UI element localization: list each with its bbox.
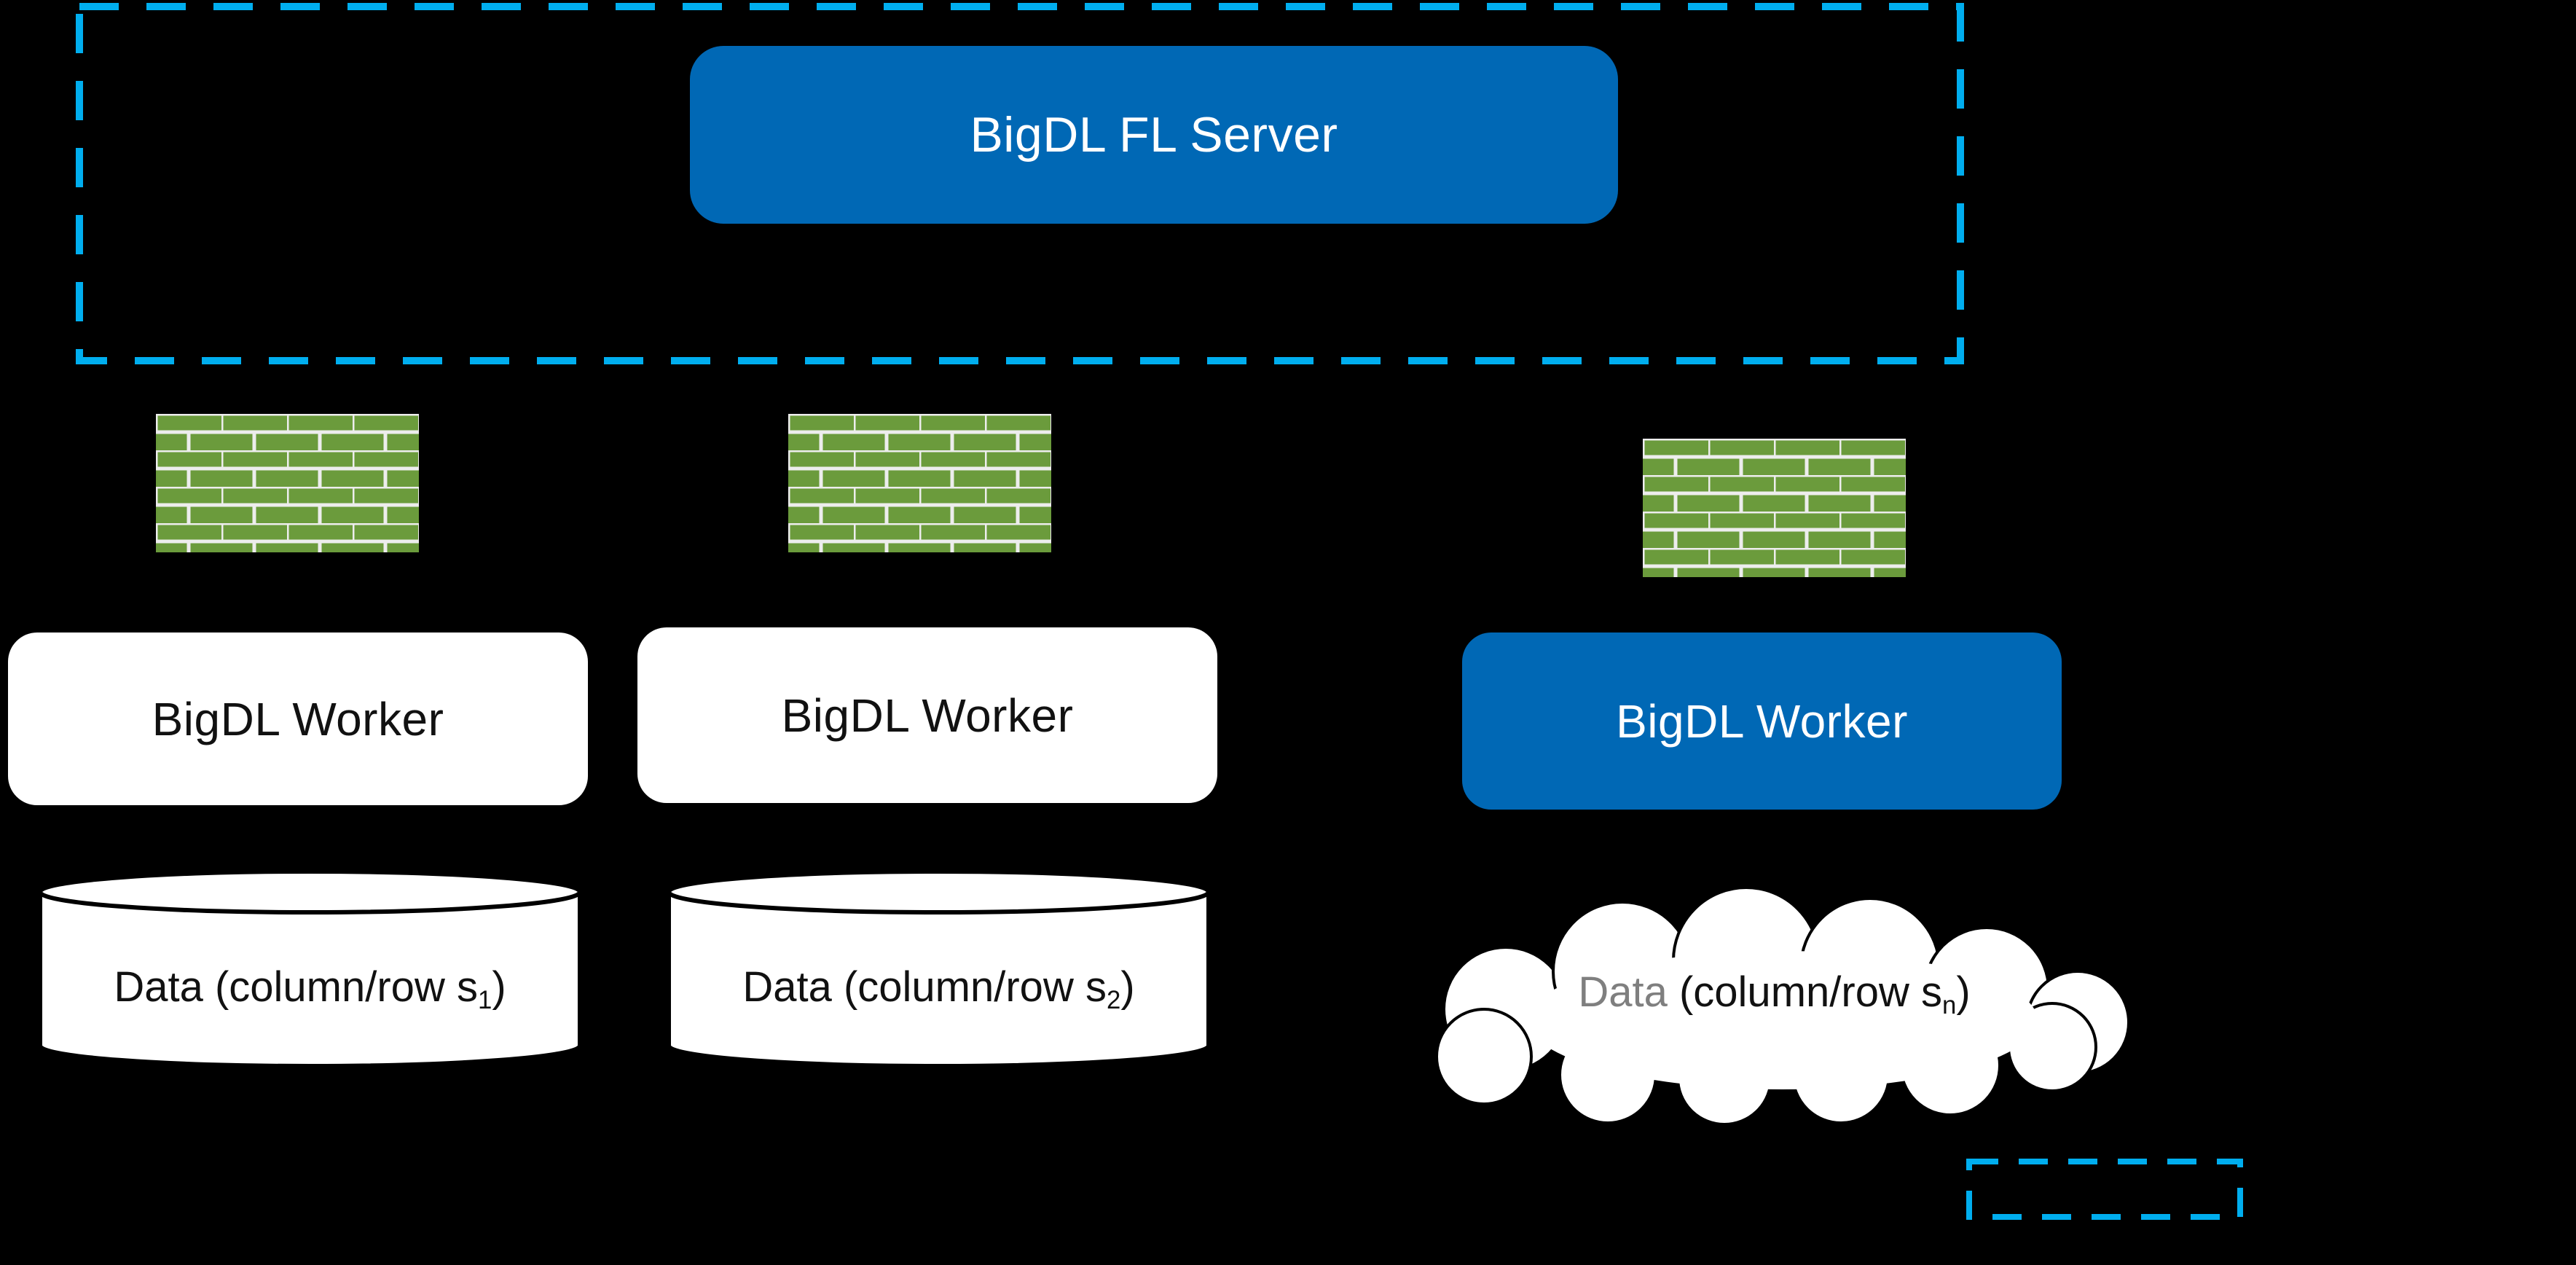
fl-server-zone-dashed-boundary bbox=[76, 3, 1964, 364]
datastore-label: Data (column/row s1) bbox=[36, 963, 584, 1015]
datastore-label-text: ) bbox=[1956, 968, 1971, 1016]
worker-label: BigDL Worker bbox=[781, 689, 1074, 742]
cloud-icon bbox=[1435, 886, 2130, 1126]
firewall-icon bbox=[1643, 439, 1906, 577]
firewall-icon bbox=[156, 414, 419, 552]
worker-box-2: BigDL Worker bbox=[637, 627, 1217, 803]
datastore-cylinder-1: Data (column/row s1) bbox=[36, 868, 584, 1070]
worker-box-3: BigDL Worker bbox=[1462, 632, 2062, 810]
datastore-label-text: Data (column/row s bbox=[114, 963, 478, 1011]
database-cylinder-icon bbox=[38, 869, 582, 1068]
datastore-label-text: ) bbox=[1120, 963, 1135, 1011]
worker-label: BigDL Worker bbox=[1616, 694, 1908, 748]
datastore-label-subscript: 2 bbox=[1106, 986, 1121, 1015]
fl-server-box: BigDL FL Server bbox=[690, 46, 1618, 224]
datastore-label: Data (column/row sn) bbox=[1397, 968, 2152, 1020]
datastore-label-subscript: 1 bbox=[477, 986, 492, 1015]
datastore-label-subscript: n bbox=[1941, 990, 1957, 1019]
fl-server-label: BigDL FL Server bbox=[970, 107, 1338, 162]
database-cylinder-icon bbox=[667, 869, 1211, 1068]
worker-label: BigDL Worker bbox=[152, 692, 444, 745]
datastore-cloud: Data (column/row sn) bbox=[1397, 885, 2152, 1126]
datastore-label-text: Data (column/row s bbox=[742, 963, 1107, 1011]
legend-dashed-box bbox=[1966, 1159, 2243, 1220]
datastore-label-text: ) bbox=[492, 963, 506, 1011]
datastore-label-text: (column/row s bbox=[1667, 968, 1942, 1016]
datastore-label: Data (column/row s2) bbox=[665, 963, 1212, 1015]
datastore-cylinder-2: Data (column/row s2) bbox=[665, 868, 1212, 1070]
datastore-label-word: Data bbox=[1578, 968, 1668, 1016]
worker-box-1: BigDL Worker bbox=[8, 632, 588, 805]
firewall-icon bbox=[788, 414, 1051, 552]
